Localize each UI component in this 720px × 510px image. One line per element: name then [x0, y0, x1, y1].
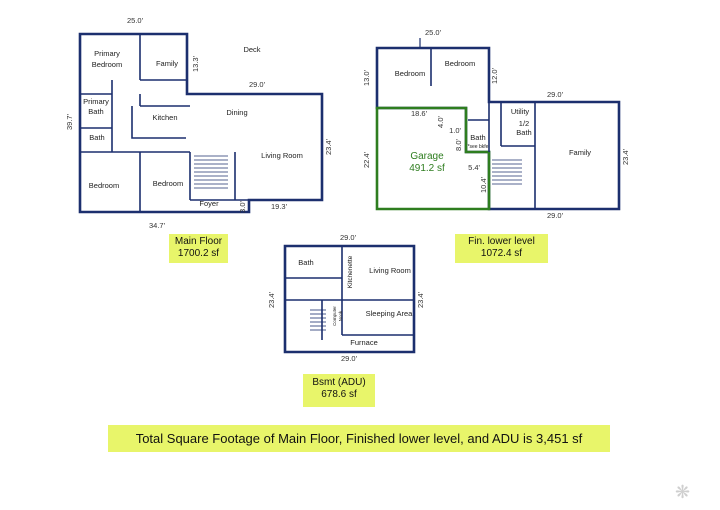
- room-main-bath: Bath: [89, 133, 104, 142]
- room-primary-bedroom-line2: Bedroom: [92, 60, 122, 69]
- dim-lower-4: 4.0': [436, 116, 445, 128]
- dim-adu-left-height: 23.4': [267, 291, 276, 308]
- dim-lower-garage-height: 22.4': [362, 151, 371, 168]
- room-lower-bath: Bath: [470, 133, 485, 142]
- dim-main-family-height: 13.3': [191, 55, 200, 72]
- room-adu-bath: Bath: [298, 258, 313, 267]
- adu-plan: Bath Kitchenette Living Room Computer No…: [267, 233, 425, 363]
- dim-main-right-height: 23.4': [324, 138, 333, 155]
- main-floor-label-area: 1700.2 sf: [177, 248, 220, 259]
- adu-label-name: Bsmt (ADU): [312, 377, 366, 388]
- adu-label: Bsmt (ADU) 678.6 sf: [303, 374, 375, 407]
- adu-outer-wall: [283, 244, 416, 354]
- main-floor-plan: Primary Bedroom Family Deck Primary Bath…: [65, 16, 333, 230]
- dim-lower-1: 1.0': [449, 126, 461, 135]
- dim-lower-right-height: 23.4': [621, 148, 630, 165]
- room-deck: Deck: [243, 45, 260, 54]
- room-computer-nook-line2: Nook: [338, 310, 343, 321]
- dim-adu-right-height: 23.4': [416, 291, 425, 308]
- room-garage: Garage: [410, 151, 444, 162]
- lower-level-stairs: [492, 159, 522, 185]
- main-floor-outer-wall: [78, 32, 324, 214]
- main-floor-interior-walls: [80, 34, 249, 212]
- room-furnace: Furnace: [350, 338, 378, 347]
- room-foyer: Foyer: [199, 199, 219, 208]
- room-sleeping-area: Sleeping Area: [366, 309, 414, 318]
- room-half-bath-line1: 1/2: [519, 119, 529, 128]
- dim-lower-8: 8.0': [454, 139, 463, 151]
- room-primary-bath-line2: Bath: [88, 107, 103, 116]
- room-primary-bath-line1: Primary: [83, 97, 109, 106]
- dim-lower-10: 10.4': [479, 176, 488, 193]
- lower-bath-note: *see bkfe: [468, 144, 489, 150]
- room-computer-nook-line1: Computer: [332, 306, 337, 326]
- dim-main-foyer-height: 3.0': [238, 201, 247, 213]
- room-main-bedroom-1: Bedroom: [89, 181, 119, 190]
- adu-stairs: [310, 309, 326, 331]
- dim-lower-top-width: 25.0': [425, 28, 442, 37]
- room-main-living-room: Living Room: [261, 151, 303, 160]
- dim-adu-bottom-width: 29.0': [341, 354, 358, 363]
- main-floor-label: Main Floor 1700.2 sf: [169, 234, 228, 263]
- room-main-bedroom-2: Bedroom: [153, 179, 183, 188]
- dim-main-left-height: 39.7': [65, 113, 74, 130]
- room-kitchen: Kitchen: [152, 113, 177, 122]
- lower-level-label: Fin. lower level 1072.4 sf: [455, 234, 548, 263]
- dim-lower-5: 5.4': [468, 163, 480, 172]
- dim-main-bottom-width: 34.7': [149, 221, 166, 230]
- lower-level-label-name: Fin. lower level: [468, 236, 535, 247]
- dim-lower-family-width: 29.0': [547, 90, 564, 99]
- watermark-logo-icon: ❋: [675, 482, 691, 502]
- dim-adu-top-width: 29.0': [340, 233, 357, 242]
- garage-area: 491.2 sf: [409, 163, 445, 174]
- room-lower-bedroom-2: Bedroom: [445, 59, 475, 68]
- room-kitchenette: Kitchenette: [347, 255, 354, 288]
- total-square-footage-note: Total Square Footage of Main Floor, Fini…: [108, 425, 610, 452]
- dim-main-bottom-right: 19.3': [271, 202, 288, 211]
- dim-main-dining-width: 29.0': [249, 80, 266, 89]
- room-dining: Dining: [226, 108, 247, 117]
- lower-level-plan: Bedroom Bedroom Garage 491.2 sf Bath *se…: [362, 28, 630, 220]
- room-utility: Utility: [511, 107, 530, 116]
- room-lower-family: Family: [569, 148, 591, 157]
- adu-interior-walls: [285, 246, 414, 340]
- main-floor-stairs: [194, 155, 228, 189]
- dim-lower-bed-height: 13.0': [362, 69, 371, 86]
- dim-lower-bottom-width: 29.0': [547, 211, 564, 220]
- dim-main-top-width: 25.0': [127, 16, 144, 25]
- room-lower-bedroom-1: Bedroom: [395, 69, 425, 78]
- adu-label-area: 678.6 sf: [321, 389, 357, 400]
- dim-lower-bed-right-height: 12.0': [490, 67, 499, 84]
- main-floor-label-name: Main Floor: [174, 236, 223, 247]
- room-adu-living-room: Living Room: [369, 266, 411, 275]
- dim-lower-garage-width: 18.6': [411, 109, 428, 118]
- lower-level-interior-walls: [430, 48, 536, 209]
- lower-level-label-area: 1072.4 sf: [480, 248, 523, 259]
- room-half-bath-line2: Bath: [516, 128, 531, 137]
- room-main-family: Family: [156, 59, 178, 68]
- room-primary-bedroom-line1: Primary: [94, 49, 120, 58]
